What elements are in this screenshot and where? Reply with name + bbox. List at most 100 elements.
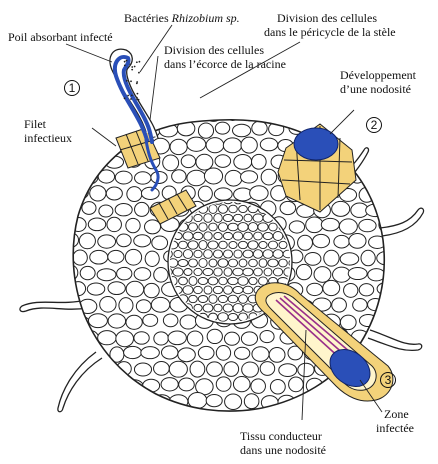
cortex-cell [252,121,267,135]
cortex-cell [360,412,378,426]
cortex-cell [353,299,368,312]
label-infected-zone-2: infectée [376,422,414,435]
stele-cell [188,241,198,249]
cortex-cell [368,170,383,184]
cortex-cell [377,251,396,264]
cortex-cell [126,281,144,297]
stele-cell [238,241,247,248]
cortex-cell [63,265,78,280]
cortex-cell [223,138,241,153]
cortex-cell [260,331,274,343]
cortex-cell [289,377,304,392]
stele-cell [244,232,253,240]
cortex-cell [188,107,205,120]
cortex-cell [234,154,252,169]
cortex-cell [181,155,195,168]
cortex-cell [154,362,170,376]
cortex-cell [80,266,95,279]
cortex-cell [349,233,366,248]
cortex-cell [54,153,68,168]
cortex-cell [90,250,108,264]
cortex-cell [198,186,212,201]
stele-cell [243,304,253,312]
cortex-cell [154,268,168,283]
cortex-cell [53,218,68,231]
cortex-cell [69,347,87,360]
stele-cell [268,241,277,249]
cortex-cell [215,155,231,168]
cortex-cell [368,298,384,310]
cortex-cell [100,297,116,313]
cortex-cell [206,138,224,153]
cortex-cell [379,315,393,330]
stele-cell [234,250,242,258]
cortex-cell [234,347,249,359]
bacterium-dot [131,66,133,68]
cortex-cell [324,250,339,266]
cortex-cell [53,250,71,263]
cortex-cell [224,362,239,377]
bacterium-dot [126,60,128,62]
label-cortex-division-2: dans l’écorce de la racine [164,58,286,71]
cortex-cell [379,155,394,168]
cortex-cell [241,332,257,346]
stele-cell [214,268,223,276]
stele-cell [203,304,213,312]
cortex-cell [251,379,266,394]
stele-cell [204,214,212,223]
bacterium-dot [139,61,141,63]
cortex-cell [206,394,222,406]
cortex-cell [279,364,297,377]
cortex-cell [198,123,213,138]
stele-cell [213,250,222,258]
cortex-cell [152,236,168,250]
stele-cell [259,241,267,248]
cortex-cell [244,394,259,409]
cortex-cell [233,124,251,137]
stele-cell [223,304,233,312]
stele-cell [228,277,238,284]
cortex-cell [312,106,329,121]
cortex-cell [71,218,86,232]
cortex-cell [89,379,104,393]
cortex-cell [242,362,259,377]
stele-cell [193,232,203,239]
stele-cell [209,259,217,267]
cortex-cell [124,346,142,358]
cortex-cell [107,217,121,231]
stele-cell [233,304,243,313]
stele-cell [179,277,188,285]
stele-cell [228,259,237,267]
cortex-cell [241,171,258,183]
cortex-cell [289,411,303,425]
cortex-cell [151,297,169,312]
cortex-cell [117,393,131,408]
cortex-cell [332,298,347,312]
cortex-cell [296,264,311,279]
stele-cell [214,232,223,239]
cortex-cell [377,347,395,360]
bacterium-dot [138,99,140,101]
stele-cell [219,277,228,285]
stele-cell [229,241,237,248]
cortex-cell [280,201,296,214]
cortex-cell [115,171,132,184]
cortex-cell [108,282,125,295]
cortex-cell [88,348,105,360]
cortex-cell [134,235,151,247]
cortex-cell [170,139,187,154]
stele-cell [204,232,212,240]
cortex-cell [88,122,105,137]
cortex-cell [225,394,242,409]
cortex-cell [295,106,311,118]
cortex-cell [117,234,132,247]
cortex-cell [180,315,196,329]
cortex-cell [270,380,285,394]
cortex-cell [125,249,141,265]
stele-cell [198,277,208,284]
stele-cell [213,286,222,293]
cortex-cell [72,121,88,134]
cortex-cell [106,187,122,200]
cortex-cell [137,395,151,407]
stele-cell [238,223,248,232]
